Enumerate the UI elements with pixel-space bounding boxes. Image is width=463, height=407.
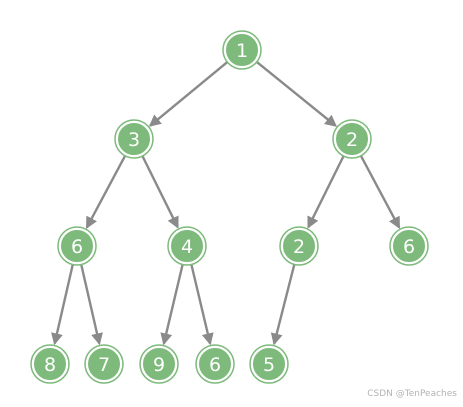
node-label: 1 [236,40,248,62]
node-circle [224,32,260,68]
node-outer-ring [30,344,70,384]
edge-arrow [80,264,103,346]
node-label: 3 [128,129,140,151]
tree-node: 9 [139,344,179,384]
node-outer-ring [222,30,262,70]
node-label: 2 [346,129,358,151]
tree-node: 6 [389,226,429,266]
node-outer-ring [279,226,319,266]
edge-arrow [51,264,74,346]
node-label: 5 [263,354,275,376]
node-outer-ring [114,119,154,159]
node-circle [116,121,152,157]
edge-arrow [141,155,179,229]
node-label: 8 [44,354,56,376]
tree-node: 6 [195,344,235,384]
node-circle [281,228,317,264]
node-label: 7 [98,354,110,376]
tree-node: 7 [84,344,124,384]
watermark-text: CSDN @TenPeaches [367,389,457,399]
edge-arrow [85,155,127,230]
node-label: 6 [209,354,221,376]
node-circle [197,346,233,382]
node-outer-ring [249,344,289,384]
tree-node: 6 [57,226,97,266]
node-outer-ring [139,344,179,384]
node-circle [59,228,95,264]
node-label: 6 [403,236,415,258]
edges-layer [51,61,401,346]
node-outer-ring [389,226,429,266]
node-circle [391,228,427,264]
tree-node: 2 [279,226,319,266]
node-label: 6 [71,236,83,258]
node-circle [334,121,370,157]
node-outer-ring [57,226,97,266]
tree-node: 3 [114,119,154,159]
node-label: 4 [181,236,193,258]
edge-arrow [190,264,214,346]
edge-arrow [256,61,338,127]
node-label: 9 [153,354,165,376]
tree-node: 8 [30,344,70,384]
node-circle [86,346,122,382]
node-circle [141,346,177,382]
tree-node: 1 [222,30,262,70]
node-label: 2 [293,236,305,258]
nodes-layer: 1 3 2 6 4 2 6 8 7 9 6 5 [30,30,429,384]
node-outer-ring [332,119,372,159]
tree-node: 4 [167,226,207,266]
edge-arrow [359,155,401,230]
node-outer-ring [84,344,124,384]
edge-arrow [270,264,296,346]
node-outer-ring [195,344,235,384]
edge-arrow [148,61,229,127]
node-circle [169,228,205,264]
node-circle [32,346,68,382]
edge-arrow [307,155,345,229]
tree-node: 5 [249,344,289,384]
tree-node: 2 [332,119,372,159]
node-circle [251,346,287,382]
node-outer-ring [167,226,207,266]
edge-arrow [160,264,184,346]
